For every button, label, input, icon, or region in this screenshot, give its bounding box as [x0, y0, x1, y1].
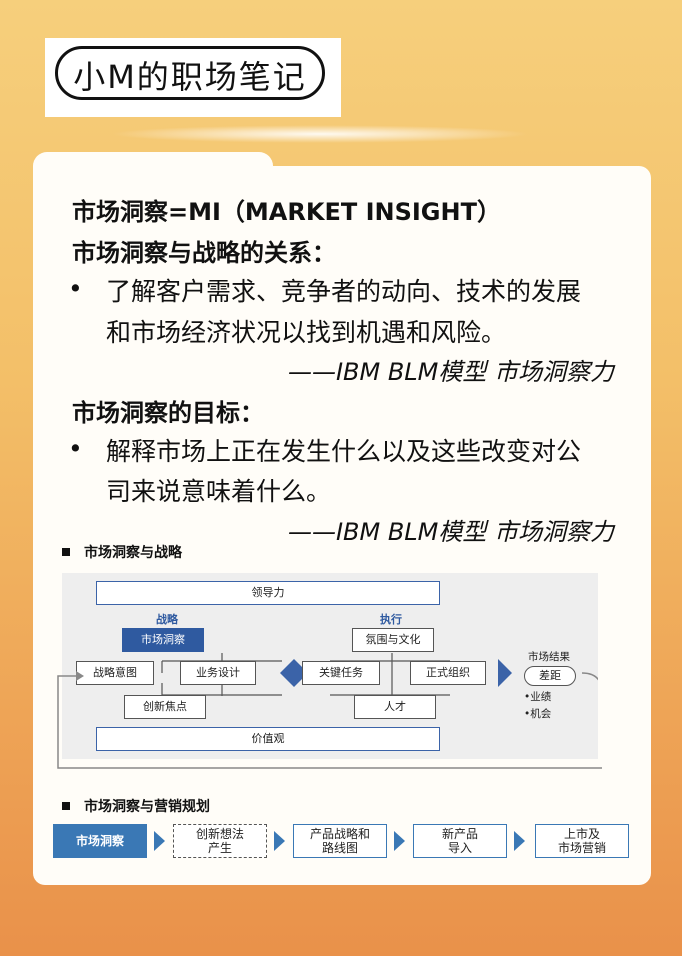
bullet1-line1: 了解客户需求、竞争者的动向、技术的发展	[106, 277, 582, 306]
heading-goal: 市场洞察的目标：	[72, 399, 264, 427]
talent-box: 人才	[354, 695, 436, 719]
bullet-dot: •	[68, 274, 83, 303]
source-citation-2: ——IBM BLM模型 市场洞察力	[287, 518, 614, 546]
business-design-box: 业务设计	[180, 661, 256, 685]
bullet2-line1: 解释市场上正在发生什么以及这些改变对公	[106, 437, 582, 466]
decorative-glow	[110, 125, 530, 143]
heading-relation: 市场洞察与战略的关系：	[72, 239, 336, 267]
market-insight-box: 市场洞察	[122, 628, 204, 652]
bullet-dot: •	[68, 434, 83, 463]
flow-arrow-icon	[514, 831, 525, 851]
key-tasks-box: 关键任务	[302, 661, 380, 685]
square-bullet-icon	[62, 802, 70, 810]
blm-diagram: 领导力 战略 执行 市场洞察 战略意图 业务设计 创新焦点 氛围与文化 关键任务…	[62, 573, 598, 759]
values-box: 价值观	[96, 727, 440, 751]
heading-mi: 市场洞察=MI（MARKET INSIGHT）	[72, 198, 501, 226]
badge-title: 小M的职场笔记	[73, 58, 307, 96]
play-arrow-icon	[498, 659, 512, 687]
flow-step-ideas: 创新想法产生	[173, 824, 267, 858]
execution-label: 执行	[380, 613, 402, 626]
flow-step-new-product: 新产品导入	[413, 824, 507, 858]
bullet2-line2: 司来说意味着什么。	[106, 477, 332, 506]
section-title-marketing: 市场洞察与营销规划	[62, 796, 210, 816]
strategy-label: 战略	[156, 613, 178, 626]
flow-arrow-icon	[154, 831, 165, 851]
section-title-strategy: 市场洞察与战略	[62, 542, 182, 562]
strategic-intent-box: 战略意图	[76, 661, 154, 685]
bullet1-line2: 和市场经济状况以找到机遇和风险。	[106, 318, 507, 347]
market-result-label: 市场结果	[528, 651, 570, 663]
flow-arrow-icon	[274, 831, 285, 851]
title-badge: 小M的职场笔记	[45, 38, 341, 117]
flow-step-market-insight: 市场洞察	[53, 824, 147, 858]
flow-step-roadmap: 产品战略和路线图	[293, 824, 387, 858]
speech-bubble-icon	[55, 46, 325, 100]
performance-item: •业绩	[524, 691, 552, 703]
leadership-box: 领导力	[96, 581, 440, 605]
flow-arrow-icon	[394, 831, 405, 851]
gap-oval: 差距	[524, 666, 576, 686]
formal-org-box: 正式组织	[410, 661, 486, 685]
innovation-focus-box: 创新焦点	[124, 695, 206, 719]
square-bullet-icon	[62, 548, 70, 556]
opportunity-item: •机会	[524, 708, 552, 720]
culture-box: 氛围与文化	[352, 628, 434, 652]
flow-step-launch: 上市及市场营销	[535, 824, 629, 858]
source-citation-1: ——IBM BLM模型 市场洞察力	[287, 358, 614, 386]
